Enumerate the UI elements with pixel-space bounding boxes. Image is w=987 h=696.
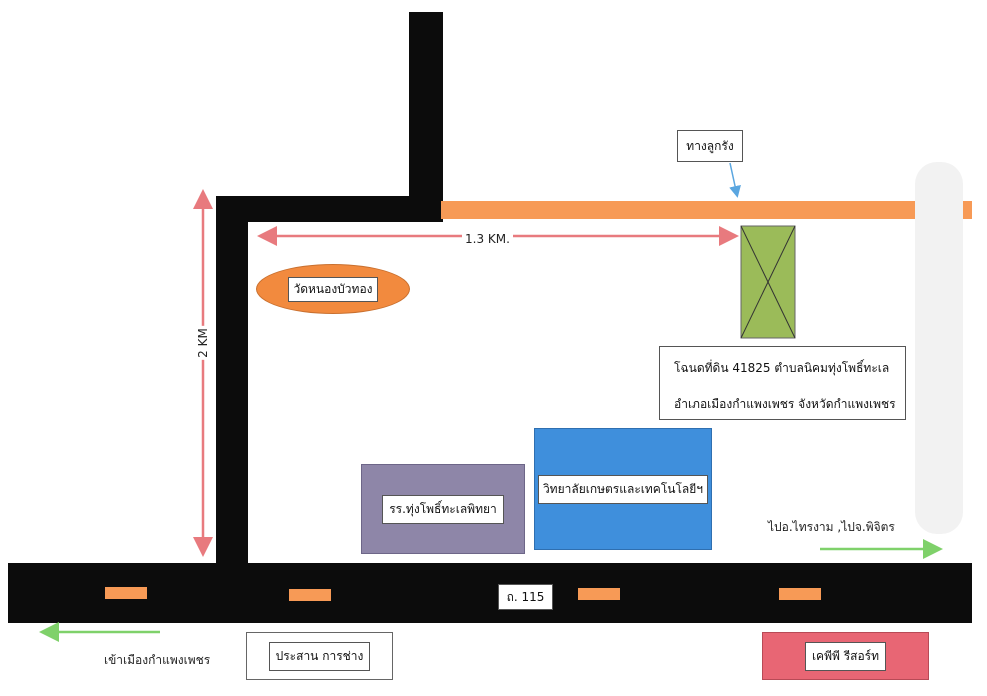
prasan-shop: ประสาน การช่าง [246,632,393,680]
temple-label-box: วัดหนองบัวทอง [288,276,378,302]
kpp-label: เคพีพี รีสอร์ท [811,648,880,663]
road-west-vertical [216,196,248,568]
land-deed-box: โฉนดที่ดิน 41825 ตำบลนิคมทุ่งโพธิ์ทะเล อ… [659,346,906,420]
direction-east-label: ไปอ.ไทรงาม ,ไปจ.พิจิตร [768,520,895,534]
highway-label-text: ถ. 115 [506,589,545,604]
callout-arrow [729,162,741,198]
land-plot-cross [740,225,796,339]
lane-marker [289,589,331,601]
dirt-road-callout: ทางลูกรัง [677,130,743,162]
distance-label-vertical: 2 KM [195,326,210,360]
college-label: วิทยาลัยเกษตรและเทคโนโลยีฯ [542,481,704,496]
lane-marker [779,588,821,600]
college-building: วิทยาลัยเกษตรและเทคโนโลยีฯ [534,428,712,550]
school-label-box: รร.ทุ่งโพธิ์ทะเลพิทยา [382,494,504,524]
road-north-vertical [409,12,443,222]
kpp-label-box: เคพีพี รีสอร์ท [804,641,887,671]
lane-marker [578,588,620,600]
scroll-track[interactable] [915,162,963,534]
prasan-label: ประสาน การช่าง [275,648,364,663]
college-label-box: วิทยาลัยเกษตรและเทคโนโลยีฯ [537,474,709,504]
kpp-resort: เคพีพี รีสอร์ท [762,632,929,680]
direction-city-label: เข้าเมืองกำแพงเพชร [104,653,211,667]
school-building: รร.ทุ่งโพธิ์ทะเลพิทยา [361,464,525,554]
temple-marker: วัดหนองบัวทอง [256,264,410,314]
deed-line-2: อำเภอเมืองกำแพงเพชร จังหวัดกำแพงเพชร [674,397,896,411]
prasan-label-box: ประสาน การช่าง [268,641,371,671]
school-label: รร.ทุ่งโพธิ์ทะเลพิทยา [389,501,497,516]
temple-label: วัดหนองบัวทอง [293,281,373,296]
lane-marker [105,587,147,599]
dirt-road-callout-text: ทางลูกรัง [686,138,734,153]
dirt-road [441,201,972,219]
road-upper-horizontal [216,196,443,222]
deed-line-1: โฉนดที่ดิน 41825 ตำบลนิคมทุ่งโพธิ์ทะเล [674,361,890,375]
highway-label: ถ. 115 [498,584,553,610]
distance-label-horizontal: 1.3 KM. [462,232,513,246]
